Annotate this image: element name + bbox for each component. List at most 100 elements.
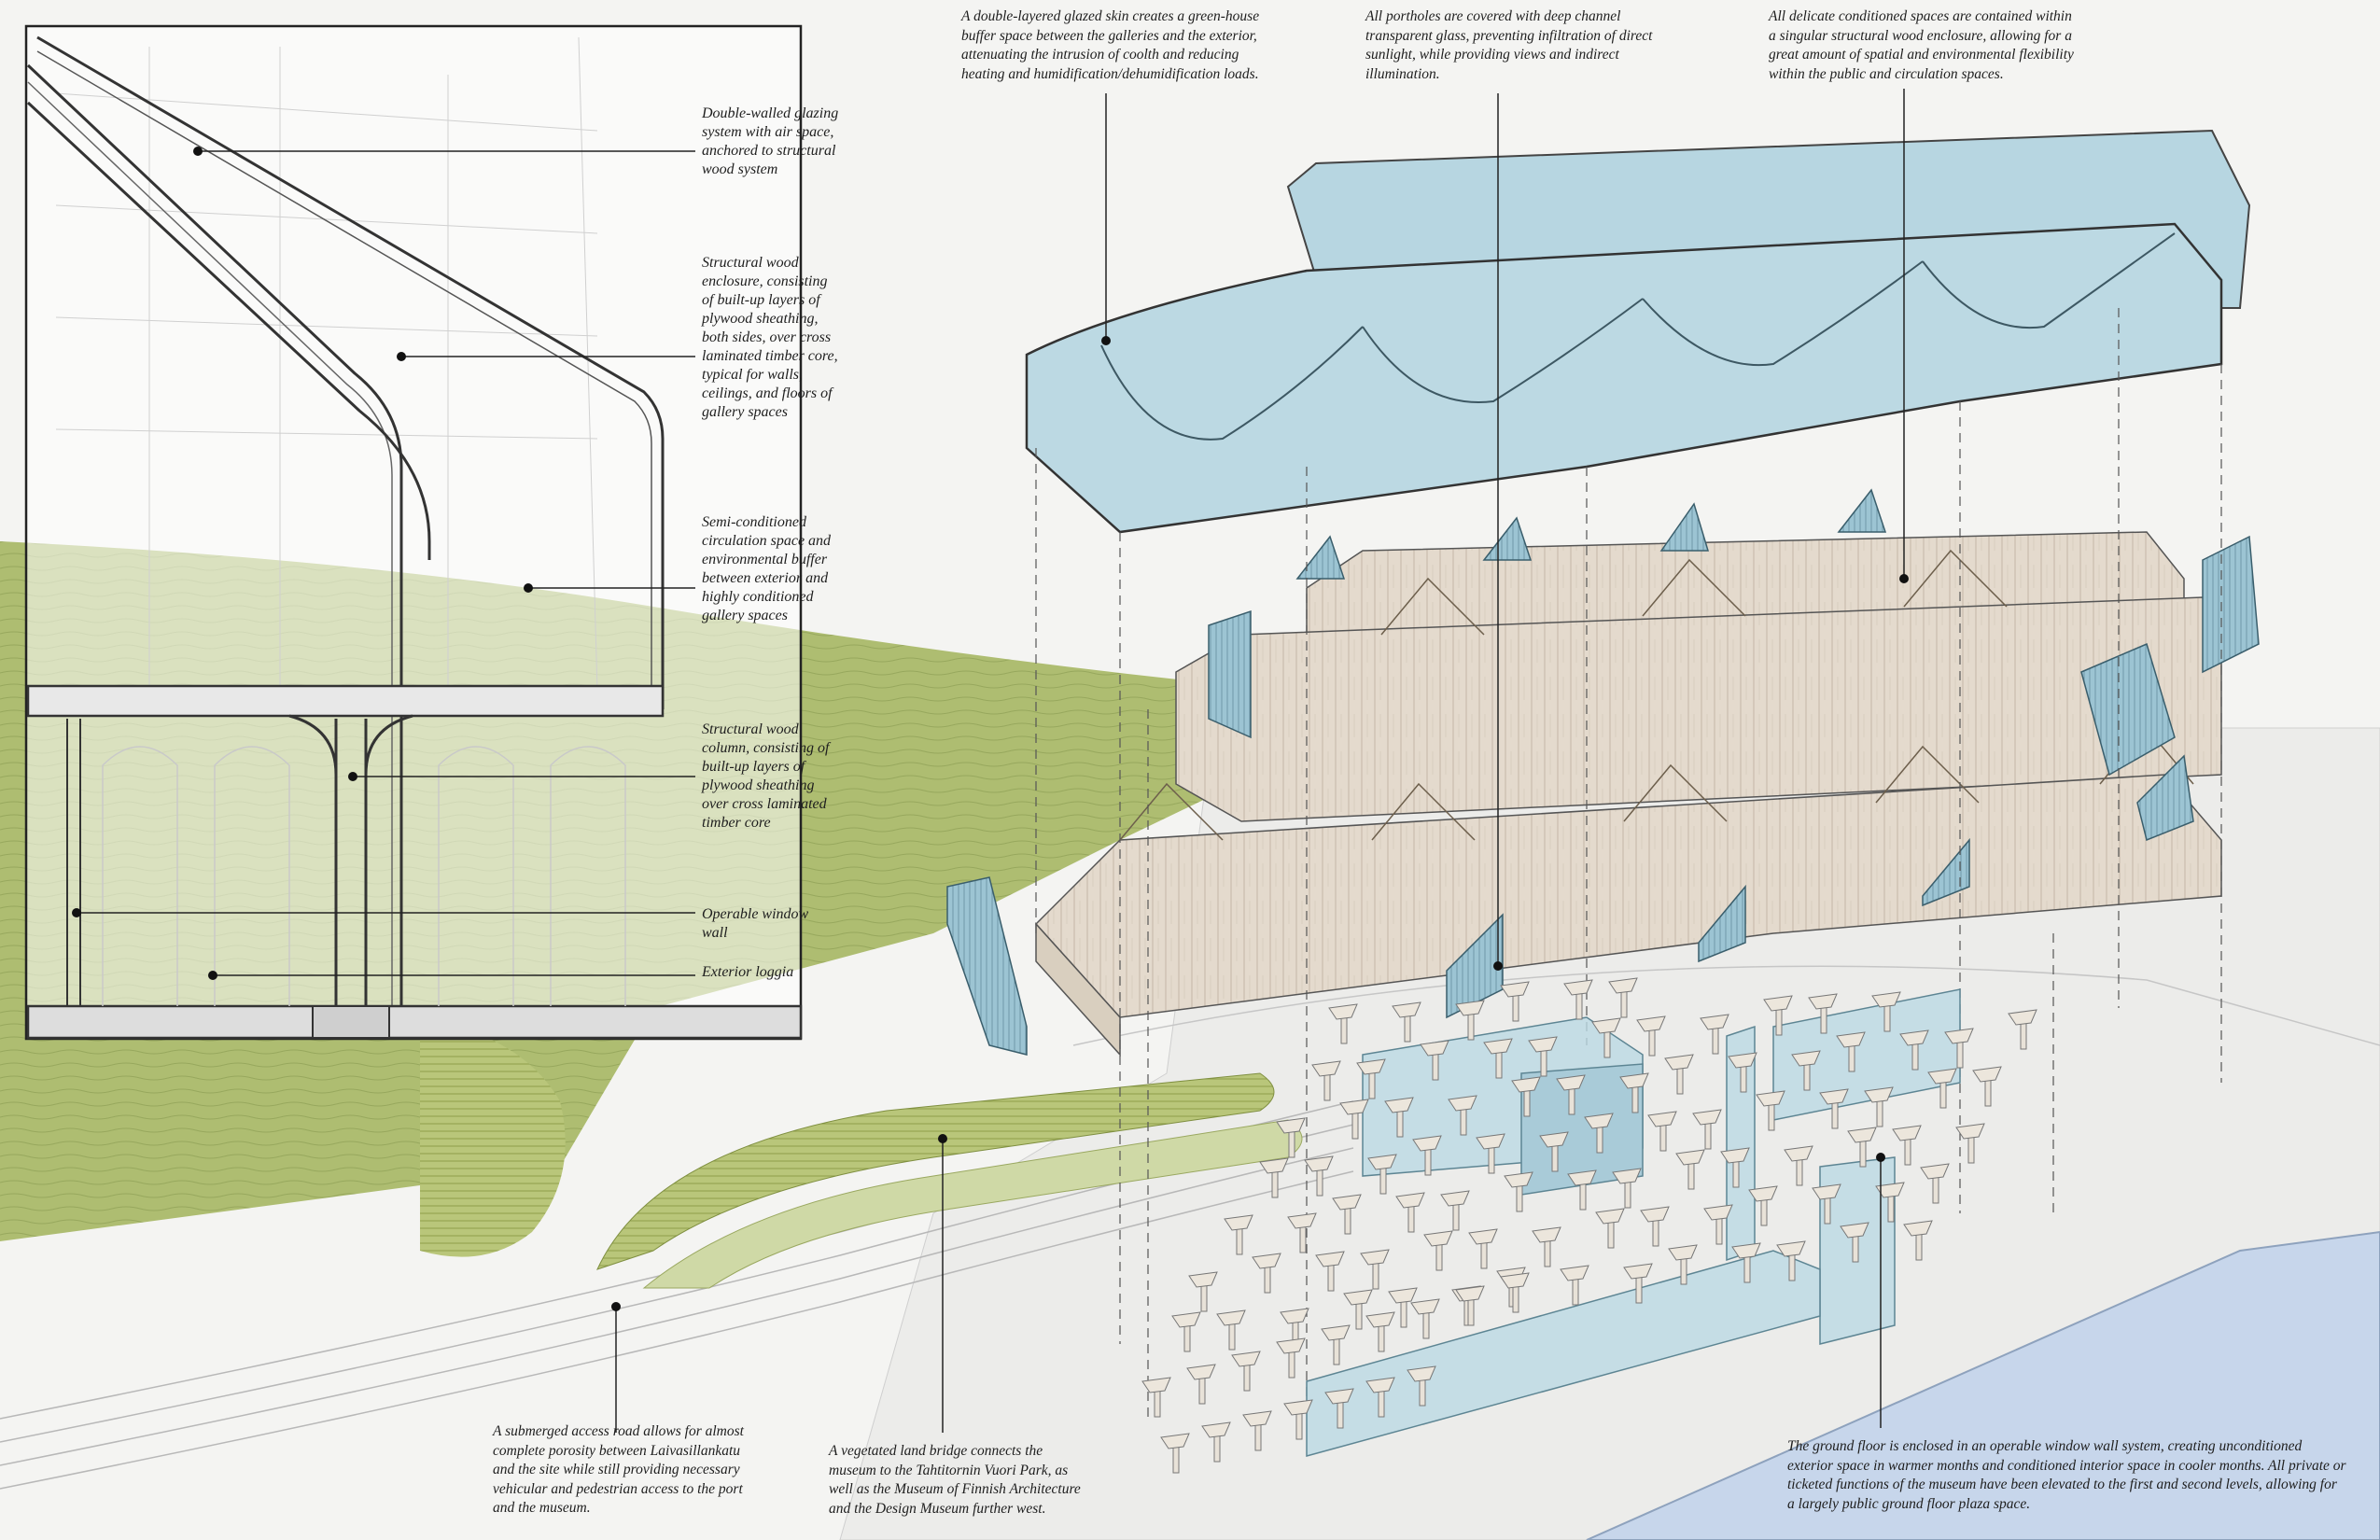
ground-column [1242,1410,1272,1451]
callout-enclosure: Structural wood enclosure, consisting of… [702,255,838,420]
ground-column [1720,1147,1750,1188]
ground-column [1231,1351,1261,1392]
ground-column [1892,1125,1922,1166]
ground-column [1423,1230,1453,1271]
ground-column [1455,1000,1485,1041]
window-wall-mullion [66,719,81,1006]
ground-column [1840,1222,1869,1263]
glazed-skin-layer [1025,129,2251,534]
leader-dot-loggia [208,971,217,980]
ground-column [1584,1113,1614,1154]
ground-column [1836,1031,1866,1072]
callout-loggia: Exterior loggia [702,964,794,980]
porthole-glass-wedges [946,488,2260,1056]
porthole-11 [2080,642,2176,777]
base-slab [26,1004,803,1040]
ground-column [1567,1169,1597,1211]
leader-dot-circulation [524,583,533,593]
callout-column: Structural wood column, consisting of bu… [702,721,830,831]
land-bridge [596,1072,1303,1289]
ground-column [1276,1337,1306,1379]
ground-column [1287,1212,1317,1253]
ground-column [1623,1263,1653,1304]
porthole-7 [946,876,1028,1056]
ground-column [1407,1365,1436,1407]
ground-column [1556,1074,1586,1115]
leader-dot-column [348,772,357,781]
ground-column [1756,1090,1785,1131]
ground-column [1920,1163,1950,1204]
grass-slope [420,1017,566,1257]
ground-column [1216,1309,1246,1351]
ground-column [1259,1157,1289,1198]
gallery-enclosure-wall [26,101,431,560]
ground-column [1201,1421,1231,1463]
ground-column [1763,995,1793,1036]
ground-column [1608,977,1638,1018]
ground-column [1528,1036,1558,1077]
ground-column [1324,1388,1354,1429]
ground-column [1468,1228,1498,1269]
ground-column [1360,1249,1390,1290]
leader-dot-portholes [1493,961,1503,971]
site-contour [1072,965,2380,1046]
ground-column [1636,1015,1666,1057]
projection-lines [1035,308,2222,1419]
ground-column [1321,1324,1351,1365]
ground-column [1927,1068,1957,1109]
ground-column [1500,981,1530,1022]
note-glazed-skin: A double-layered glazed skin creates a g… [961,8,1260,82]
outer-glazing-wall [26,63,403,1027]
ground-column [1808,993,1838,1034]
ground-column [1668,1244,1698,1285]
ground-column [1532,1226,1561,1267]
ground-column [1944,1028,1974,1069]
ground-column [1748,1185,1778,1226]
ground-column [1504,1171,1533,1212]
callout-window-wall: Operable window wall [702,906,809,941]
ground-column [1675,1149,1705,1190]
ground-column [1188,1271,1218,1312]
ground-column [1420,1040,1449,1081]
ground-column [1819,1088,1849,1129]
ground-column [1731,1242,1761,1283]
ground-column [1412,1135,1442,1176]
ground-column [1171,1311,1201,1352]
ground-column [1141,1377,1171,1418]
ground-column [1619,1072,1649,1113]
ground-column [1392,1001,1421,1043]
leader-dot-enclosure [397,352,406,361]
section-detail-inset [24,24,803,1041]
glazing-outer-skin [36,35,665,709]
leader-dot-glazing [193,147,203,156]
ground-column [1356,1058,1386,1099]
ground-column [1500,1272,1530,1313]
leader-dot-access-road [611,1302,621,1311]
ground-column [1367,1154,1397,1195]
ground-column [1315,1251,1345,1292]
column-footing [312,1005,390,1039]
ground-column [1560,1265,1589,1306]
ground-column [1332,1194,1362,1235]
ground-column [1692,1109,1722,1150]
ground-column [1160,1433,1190,1474]
ground-column [1972,1066,2002,1107]
note-conditioned-spaces: All delicate conditioned spaces are cont… [1769,8,2074,82]
ground-column [1700,1014,1729,1055]
ground-column [1875,1182,1905,1223]
callout-circulation: Semi-conditioned circulation space and e… [702,514,832,623]
ground-column [1664,1054,1694,1095]
ground-column [1388,1287,1418,1328]
porthole-10 [1922,837,1970,907]
note-land-bridge: A vegetated land bridge connects the mus… [829,1443,1081,1517]
ground-column [1483,1038,1513,1079]
ground-column [1186,1364,1216,1405]
ground-column [1703,1204,1733,1245]
ground-column [1539,1131,1569,1172]
glazed-skin-vaults [1100,232,2176,441]
loggia-arches [102,746,626,1006]
porthole-8 [1446,913,1504,1019]
ground-column [1728,1052,1757,1093]
ground-column [1647,1111,1677,1152]
ground-column [1339,1099,1369,1140]
